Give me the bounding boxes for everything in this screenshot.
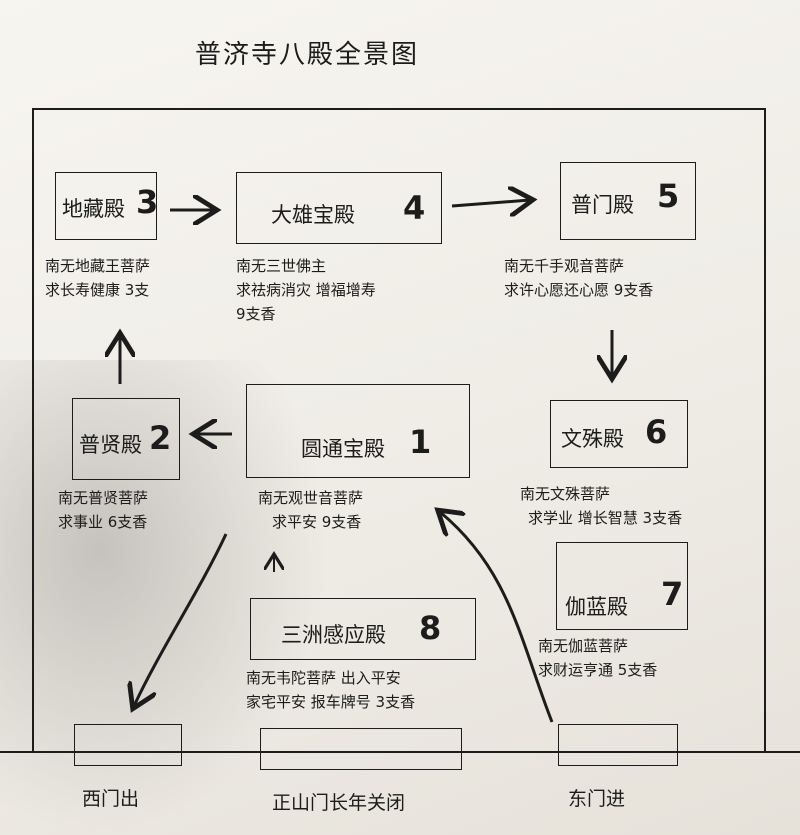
hall-2-number: 2 xyxy=(149,419,172,457)
hall-4-note: 南无三世佛主 求祛病消灾 增福增寿 9支香 xyxy=(236,254,376,326)
hall-1-number: 1 xyxy=(409,423,432,461)
west-gate-box xyxy=(74,724,182,766)
hall-7-box: 伽蓝殿 7 xyxy=(556,542,688,630)
hall-4-incense: 9支香 xyxy=(236,305,276,323)
hall-5-note: 南无千手观音菩萨 求许心愿还心愿 9支香 xyxy=(504,254,653,302)
hall-1-box: 圆通宝殿 1 xyxy=(246,384,470,478)
east-gate-label: 东门进 xyxy=(568,788,626,810)
hall-4-box: 大雄宝殿 4 xyxy=(236,172,442,244)
hall-8-name: 三洲感应殿 xyxy=(281,623,386,647)
hall-8-note: 南无韦陀菩萨 出入平安 家宅平安 报车牌号 3支香 xyxy=(246,666,415,714)
hall-1-deity: 南无观世音菩萨 xyxy=(258,489,364,507)
hall-3-deity: 南无地藏王菩萨 xyxy=(45,257,151,275)
hall-8-wish: 家宅平安 报车牌号 3支香 xyxy=(246,693,416,711)
hall-2-name: 普贤殿 xyxy=(79,433,142,457)
main-gate-label: 正山门长年关闭 xyxy=(272,792,406,814)
hall-2-box: 普贤殿 2 xyxy=(72,398,180,480)
hall-3-note: 南无地藏王菩萨 求长寿健康 3支 xyxy=(45,254,150,302)
hall-5-deity: 南无千手观音菩萨 xyxy=(504,257,625,275)
hall-8-box: 三洲感应殿 8 xyxy=(250,598,476,660)
hall-6-wish: 求学业 增长智慧 3支香 xyxy=(528,509,683,527)
hall-8-number: 8 xyxy=(419,609,442,647)
hall-7-wish: 求财运亨通 5支香 xyxy=(538,661,658,679)
east-gate-box xyxy=(558,724,678,766)
hall-7-name: 伽蓝殿 xyxy=(565,595,628,619)
hall-3-wish: 求长寿健康 3支 xyxy=(45,281,150,299)
hall-1-note: 南无观世音菩萨 求平安 9支香 xyxy=(258,486,363,534)
hall-2-wish: 求事业 6支香 xyxy=(58,513,148,531)
hall-7-number: 7 xyxy=(661,575,684,613)
arrow-hall-4-to-hall-5 xyxy=(451,200,530,206)
west-gate-label: 西门出 xyxy=(82,788,140,810)
hall-6-box: 文殊殿 6 xyxy=(550,400,688,468)
hall-4-wish: 求祛病消灾 增福增寿 xyxy=(236,281,376,299)
hall-1-wish: 求平安 9支香 xyxy=(272,513,362,531)
hall-7-note: 南无伽蓝菩萨 求财运亨通 5支香 xyxy=(538,634,657,682)
hall-4-number: 4 xyxy=(403,189,426,227)
hall-8-deity: 南无韦陀菩萨 出入平安 xyxy=(246,669,401,687)
page-title: 普济寺八殿全景图 xyxy=(195,40,420,70)
hall-6-deity: 南无文殊菩萨 xyxy=(520,485,611,503)
hall-3-number: 3 xyxy=(136,183,159,221)
arrow-east-gate-to-hall-1 xyxy=(440,512,554,723)
hall-7-deity: 南无伽蓝菩萨 xyxy=(538,637,629,655)
hall-3-name: 地藏殿 xyxy=(62,197,125,221)
hall-4-deity: 南无三世佛主 xyxy=(236,257,327,275)
hall-5-box: 普门殿 5 xyxy=(560,162,696,240)
main-gate-box xyxy=(260,728,462,770)
photo-shadow xyxy=(0,360,330,835)
ground-line xyxy=(0,751,800,753)
hall-2-deity: 南无普贤菩萨 xyxy=(58,489,149,507)
hall-5-number: 5 xyxy=(657,177,680,215)
arrow-exit-to-west-gate xyxy=(134,533,228,706)
hall-2-note: 南无普贤菩萨 求事业 6支香 xyxy=(58,486,148,534)
hall-1-name: 圆通宝殿 xyxy=(301,437,385,461)
temple-boundary xyxy=(32,108,766,752)
hall-6-note: 南无文殊菩萨 求学业 增长智慧 3支香 xyxy=(520,482,682,530)
hall-3-box: 地藏殿 3 xyxy=(55,172,159,240)
hall-5-wish: 求许心愿还心愿 9支香 xyxy=(504,281,654,299)
hall-4-name: 大雄宝殿 xyxy=(271,203,355,227)
hall-5-name: 普门殿 xyxy=(571,193,634,217)
hall-6-number: 6 xyxy=(645,413,668,451)
hall-6-name: 文殊殿 xyxy=(561,427,624,451)
